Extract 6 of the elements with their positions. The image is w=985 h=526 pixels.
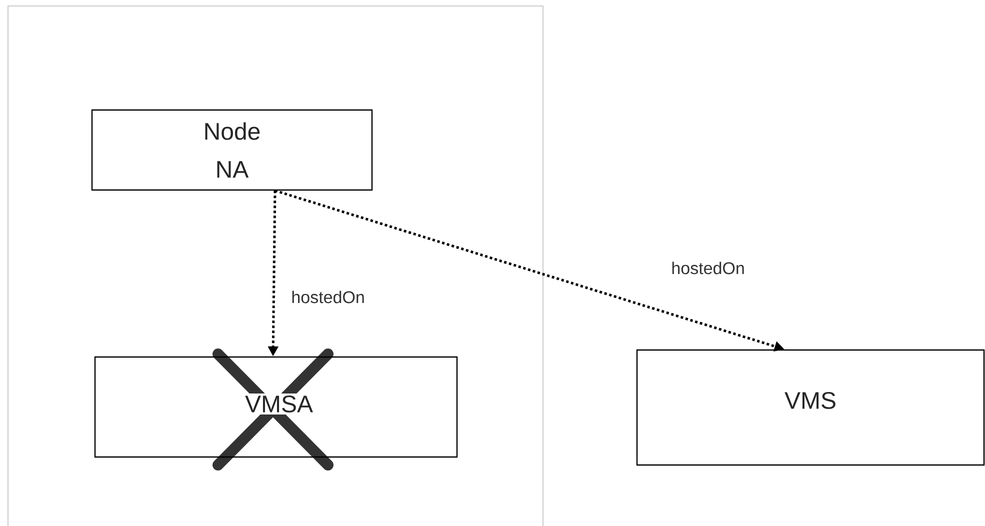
process-box: VMSA	[94, 356, 458, 458]
process-box: Node NA	[91, 109, 373, 191]
process-box: VMS	[636, 349, 985, 466]
container-frame	[8, 5, 544, 526]
edge-label: hostedOn	[292, 290, 364, 304]
edge-label: hostedOn	[672, 262, 744, 274]
